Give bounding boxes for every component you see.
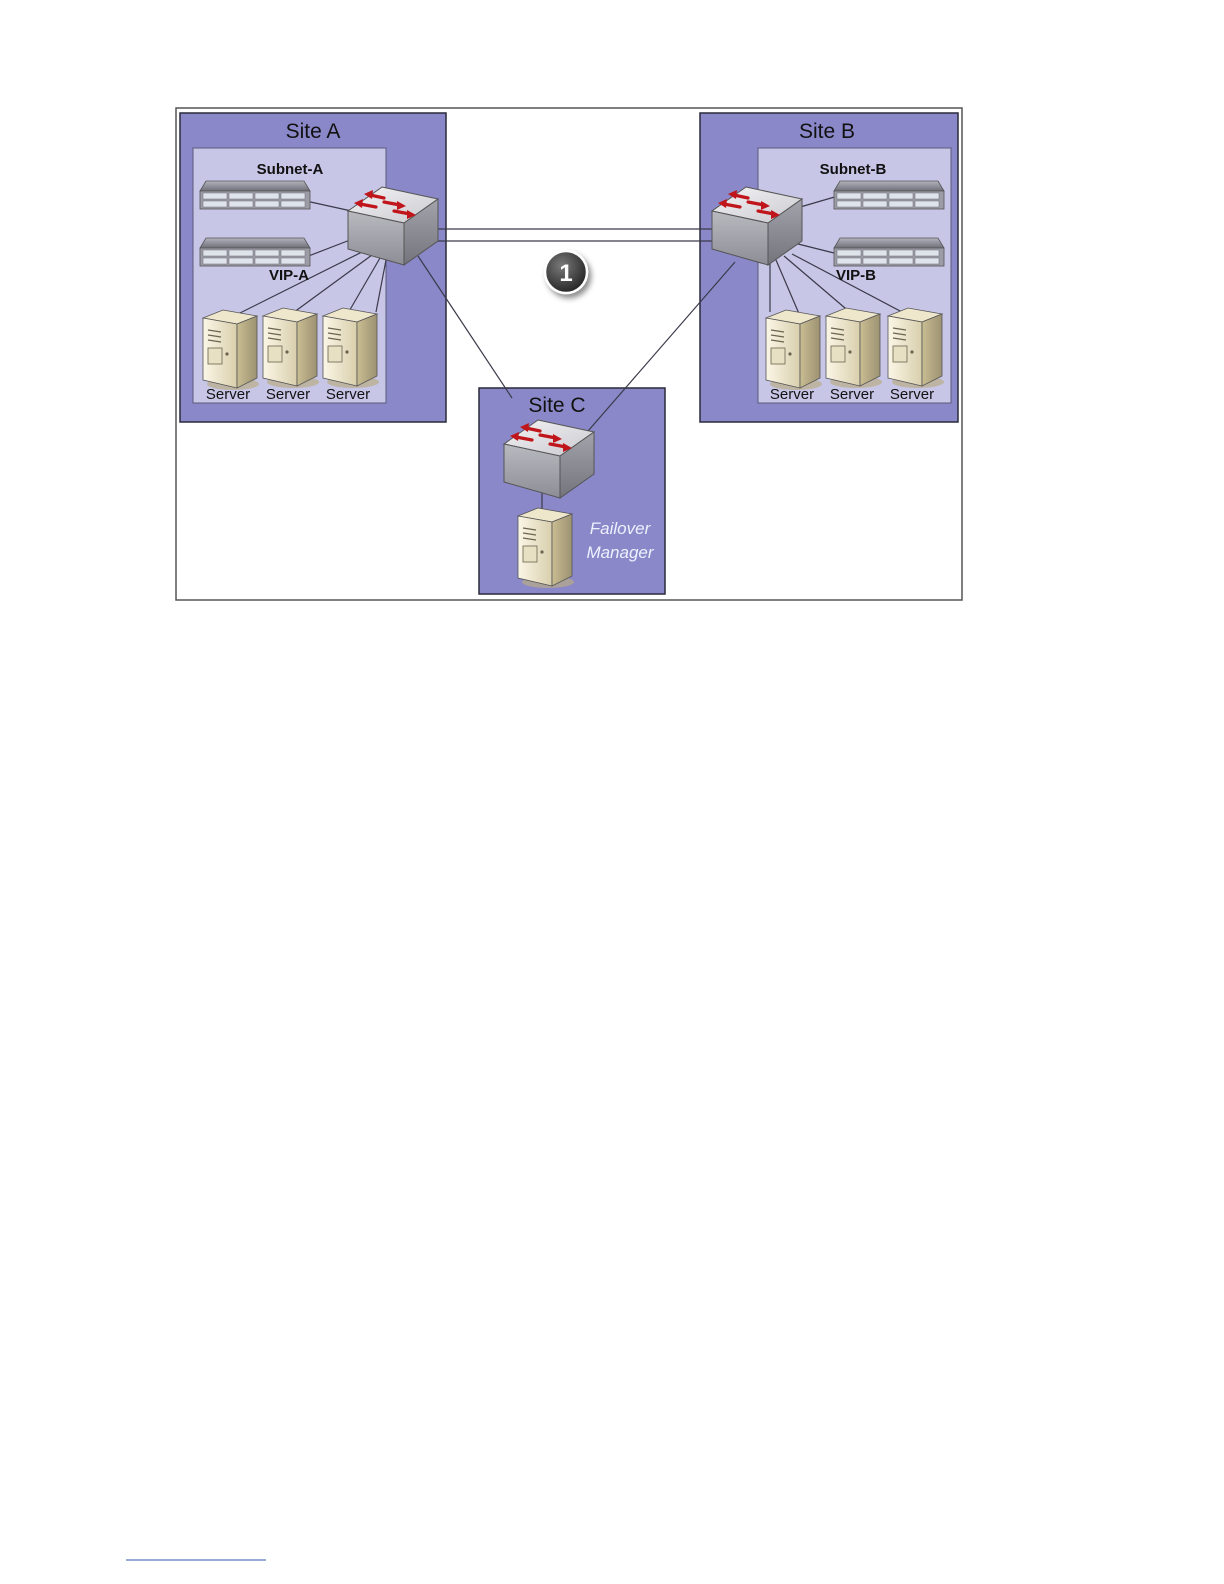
tower-server-icon (263, 308, 319, 388)
tower-server-icon (323, 308, 379, 388)
site-c-title: Site C (528, 394, 585, 417)
storage-array-icon (200, 238, 310, 266)
vip-a-label: VIP-A (269, 267, 309, 284)
server-b2-label: Server (830, 386, 874, 403)
storage-array-icon (200, 181, 310, 209)
tower-server-icon (888, 308, 944, 388)
server-b1-label: Server (770, 386, 814, 403)
vip-b-label: VIP-B (836, 267, 876, 284)
subnet-a-label: Subnet-A (257, 161, 324, 178)
server-a2-label: Server (266, 386, 310, 403)
step-badge-number: 1 (559, 260, 572, 287)
server-b3-label: Server (890, 386, 934, 403)
storage-array-icon (834, 238, 944, 266)
site-b-title: Site B (799, 120, 855, 143)
subnet-b-label: Subnet-B (820, 161, 887, 178)
server-a1-label: Server (206, 386, 250, 403)
failover-manager-label-line1: Failover (590, 519, 652, 538)
storage-array-icon (834, 181, 944, 209)
tower-server-icon (826, 308, 882, 388)
tower-server-icon (766, 310, 822, 390)
site-a-title: Site A (286, 120, 341, 143)
failover-manager-label-line2: Manager (586, 543, 654, 562)
tower-server-icon (518, 508, 574, 588)
server-a3-label: Server (326, 386, 370, 403)
tower-server-icon (203, 310, 259, 390)
